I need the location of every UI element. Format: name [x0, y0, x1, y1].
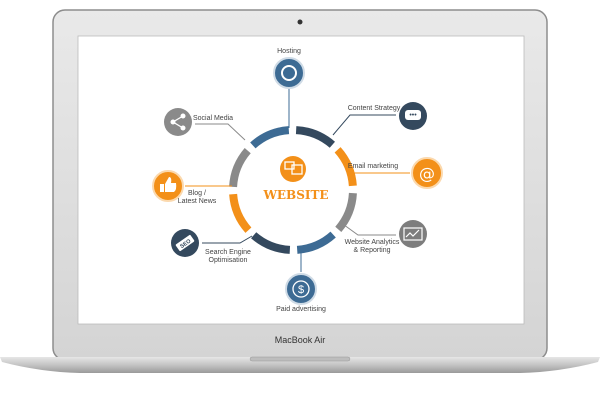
dollar-icon: [285, 273, 317, 305]
node-content-strategy: Content Strategy •••: [348, 102, 427, 130]
ring-segment: [251, 232, 291, 254]
ring-segment: [335, 192, 357, 232]
ring-segment: [296, 231, 336, 254]
ring: [229, 126, 357, 254]
node-label: Email marketing: [348, 163, 398, 170]
hinge-notch: [249, 356, 351, 362]
node-label: Optimisation: [209, 257, 248, 264]
node-label: Content Strategy: [348, 105, 401, 112]
ring-segment: [334, 147, 357, 187]
connectors: [185, 89, 410, 272]
svg-text:•••: •••: [409, 112, 417, 119]
node-label: & Reporting: [354, 247, 391, 254]
node-paid-advertising: $ Paid advertising: [276, 273, 326, 313]
node-email-marketing: Email marketing @: [348, 157, 443, 189]
ring-segment: [229, 193, 252, 233]
laptop-base: [0, 357, 600, 373]
seo-icon-text: SEO: [179, 238, 193, 250]
brand-label: MacBook Air: [275, 335, 326, 345]
headset-icon: [273, 57, 305, 89]
node-label: Social Media: [193, 115, 233, 122]
svg-text:@: @: [419, 164, 435, 183]
node-label: Website Analytics: [345, 239, 400, 246]
node-seo: SEO Search Engine Optimisation: [171, 229, 251, 264]
node-label: Blog /: [188, 190, 206, 197]
node-hosting: Hosting: [273, 48, 305, 89]
node-label: Hosting: [277, 48, 301, 55]
node-label: Search Engine: [205, 249, 251, 256]
center-label: WEBSITE: [262, 188, 328, 202]
svg-text:$: $: [298, 284, 304, 296]
at-sign-icon: [411, 157, 443, 189]
center-node: WEBSITE: [262, 156, 329, 202]
node-blog: Blog / Latest News: [152, 170, 217, 205]
ring-segment: [229, 148, 251, 188]
camera: [297, 19, 303, 25]
node-social-media: Social Media: [164, 108, 233, 136]
node-label: Paid advertising: [276, 306, 326, 313]
share-icon: [164, 108, 192, 136]
ring-segment: [295, 126, 335, 148]
node-website-analytics: Website Analytics & Reporting: [345, 220, 427, 254]
ring-segment: [250, 126, 290, 149]
node-label: Latest News: [178, 198, 217, 205]
line-chart-icon: [399, 220, 427, 248]
